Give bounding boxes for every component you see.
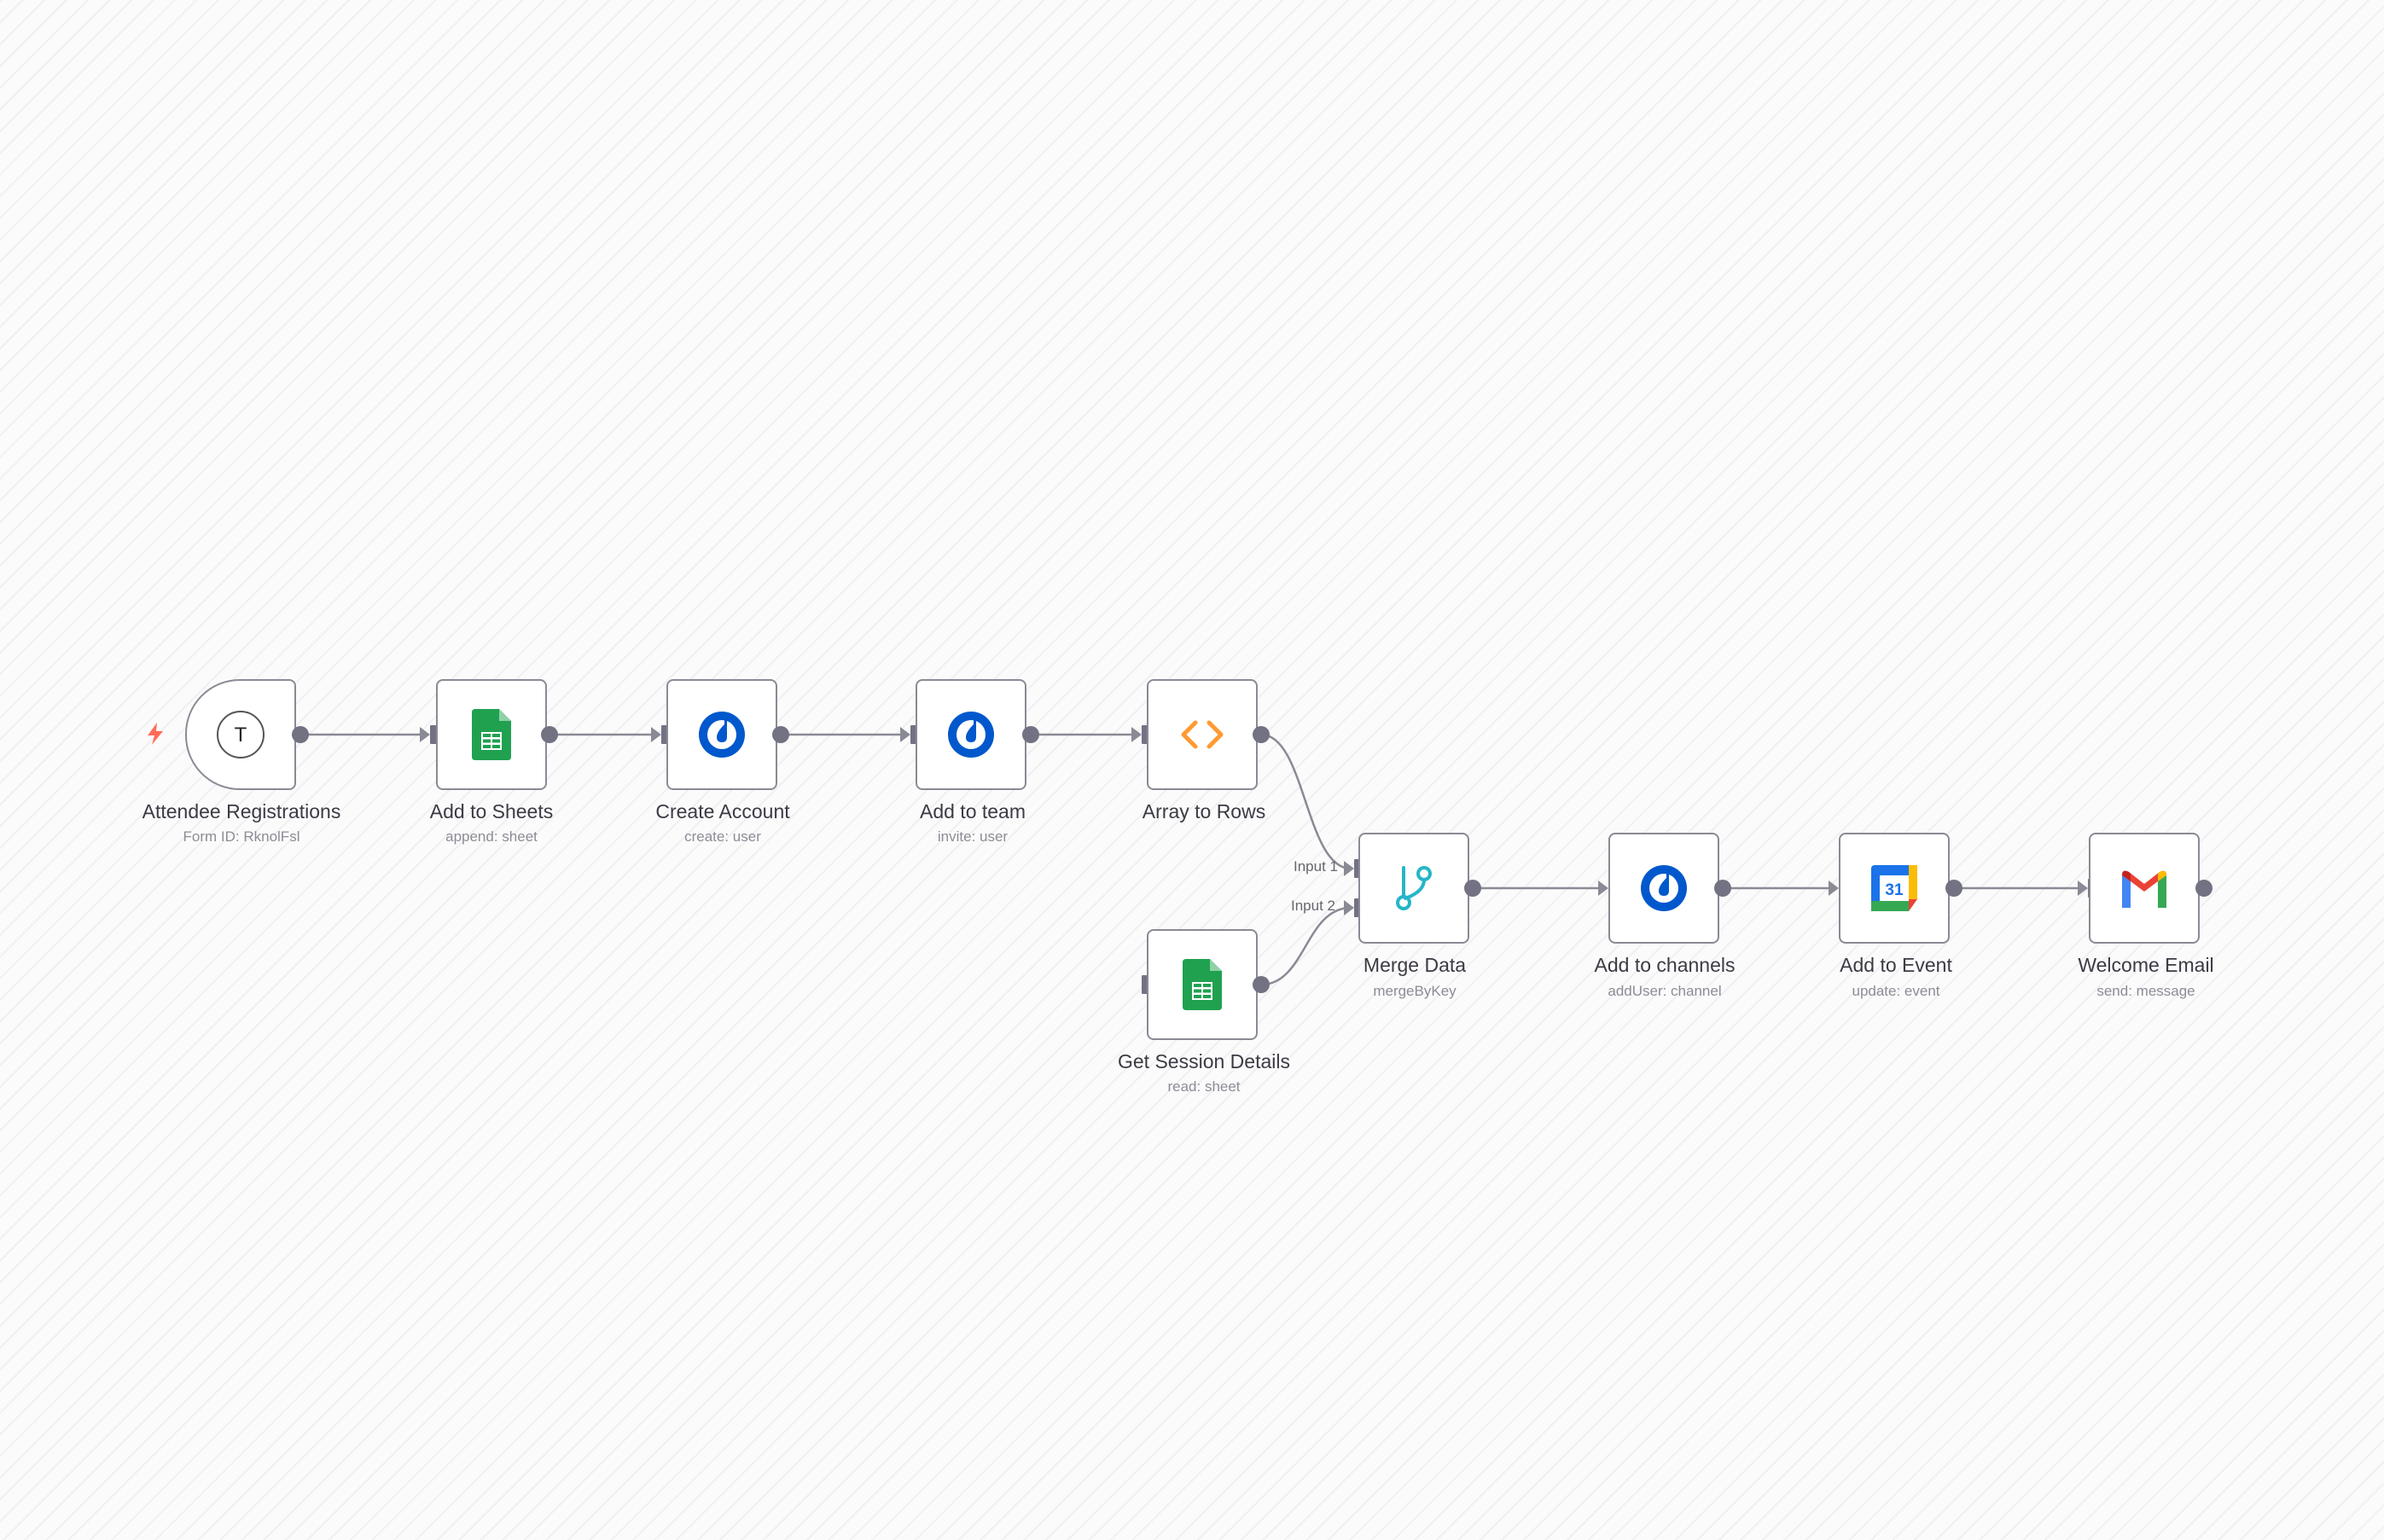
arrow-head (1344, 861, 1354, 876)
node-label: Attendee Registrations (142, 800, 341, 822)
input-port[interactable] (1142, 975, 1148, 994)
node-subtitle: create: user (684, 828, 761, 845)
input-1-label: Input 1 (1294, 858, 1338, 875)
output-port[interactable] (1714, 880, 1731, 897)
output-port[interactable] (772, 726, 789, 743)
node-label: Create Account (655, 800, 790, 822)
node-subtitle: mergeByKey (1373, 983, 1457, 999)
node-subtitle: Form ID: RknolFsl (183, 828, 300, 845)
node-array-to-rows[interactable] (1147, 679, 1258, 790)
mattermost-icon (696, 709, 747, 760)
arrow-head (1131, 727, 1142, 742)
input-port[interactable] (910, 725, 917, 744)
node-label: Merge Data (1363, 954, 1467, 976)
node-label: Array to Rows (1142, 800, 1266, 822)
output-port[interactable] (292, 726, 309, 743)
node-subtitle: read: sheet (1167, 1078, 1241, 1095)
input-2-label: Input 2 (1291, 898, 1335, 914)
input-port[interactable] (661, 725, 668, 744)
arrow-head (1829, 880, 1839, 896)
node-label: Get Session Details (1118, 1050, 1290, 1072)
gmail-icon (2119, 863, 2170, 914)
input-port[interactable] (1142, 725, 1148, 744)
output-port[interactable] (1945, 880, 1962, 897)
node-subtitle: send: message (2096, 983, 2195, 999)
input-port[interactable] (430, 725, 437, 744)
node-label: Add to Event (1840, 954, 1952, 976)
code-icon (1177, 709, 1228, 760)
node-subtitle: invite: user (937, 828, 1009, 845)
input-port-2[interactable] (1354, 898, 1361, 917)
arrow-head (420, 727, 430, 742)
mattermost-icon (945, 709, 997, 760)
node-label: Add to channels (1594, 954, 1736, 976)
node-merge-data[interactable] (1358, 833, 1469, 944)
typeform-icon-letter: T (235, 724, 247, 747)
node-label: Add to Sheets (429, 800, 554, 822)
node-add-to-sheets[interactable] (436, 679, 547, 790)
node-subtitle: update: event (1852, 983, 1940, 999)
arrow-head (900, 727, 910, 742)
output-port[interactable] (1253, 726, 1270, 743)
output-port[interactable] (1464, 880, 1481, 897)
node-welcome-email[interactable] (2089, 833, 2200, 944)
mattermost-icon (1638, 863, 1689, 914)
merge-icon (1388, 863, 1439, 914)
node-add-to-channels[interactable] (1608, 833, 1719, 944)
calendar-icon-day: 31 (1885, 881, 1904, 899)
input-port-1[interactable] (1354, 859, 1361, 878)
google-sheets-icon (1177, 959, 1228, 1010)
node-subtitle: append: sheet (445, 828, 538, 845)
google-sheets-icon (466, 709, 517, 760)
node-add-to-event[interactable]: 31 (1839, 833, 1950, 944)
node-label: Welcome Email (2078, 954, 2214, 976)
output-port[interactable] (2195, 880, 2212, 897)
arrow-head (2078, 880, 2088, 896)
node-attendee-registrations[interactable]: T (185, 679, 296, 790)
google-calendar-icon: 31 (1869, 863, 1920, 914)
node-create-account[interactable] (666, 679, 777, 790)
trigger-bolt-icon (148, 723, 163, 745)
typeform-icon: T (215, 709, 266, 760)
arrow-head (651, 727, 661, 742)
node-add-to-team[interactable] (916, 679, 1026, 790)
output-port[interactable] (1022, 726, 1039, 743)
output-port[interactable] (541, 726, 558, 743)
node-subtitle: addUser: channel (1608, 983, 1722, 999)
arrow-head (1344, 900, 1354, 915)
output-port[interactable] (1253, 976, 1270, 993)
arrow-head (1598, 880, 1608, 896)
node-label: Add to team (919, 800, 1026, 822)
node-get-session-details[interactable] (1147, 929, 1258, 1040)
